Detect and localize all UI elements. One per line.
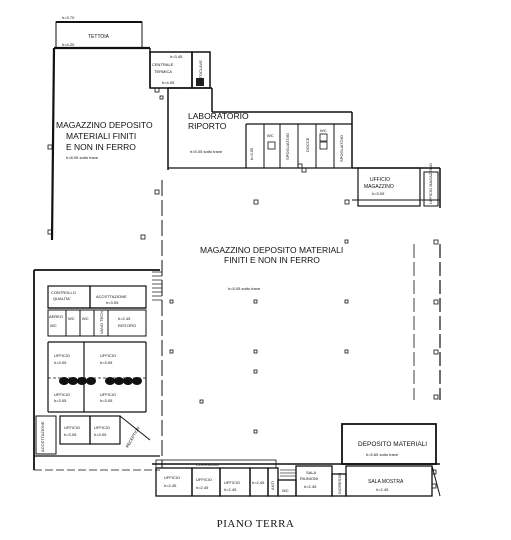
accettazione-height: h=3.05 [106,300,119,305]
deposito-label: DEPOSITO MATERIALI [358,441,427,448]
ufficio-label-2: UFFICIO [100,353,116,358]
controllo-label-2: QUALITA' [53,296,71,301]
wc-label-2: WC [320,128,327,133]
wc-label-1: WC [267,133,274,138]
lab-height: h=5.05 sotto trave [190,149,223,154]
anti-label: ANTI [270,481,275,490]
corridoio-label: CORRIDOIO [196,462,219,467]
ufficio-label-4: UFFICIO [100,392,116,397]
deposito-height: h=5.65 sotto trave [366,452,399,457]
uff-mag-height: h=3.05 [372,191,385,196]
ufficio-h-6: h=3.05 [94,432,107,437]
vano-tecn-label: VANO TECN. [99,310,104,334]
accettazione-label: ACCETTAZIONE [96,294,127,299]
ufficio-h-5: h=3.05 [64,432,77,437]
spogliatoio-label-1: SPOGLIATOIO [285,133,290,160]
wc-label-3: WC [50,323,57,328]
centrale-h: h=4.05 [162,80,175,85]
sala-riunioni-label-1: SALA [306,470,317,475]
h305-label: h=3.05 [249,147,254,160]
accettazione-side-label: ACCETTAZIONE [40,421,45,452]
sala-riunioni-label-2: RIUNIONI [300,476,318,481]
mag1-label-1: MAGAZZINO DEPOSITO [56,120,153,130]
mag1-label-2: MATERIALI FINITI [66,131,136,141]
wc-label-4: WC [68,316,75,321]
docce-label: DOCCE [305,137,310,152]
sala-mostra-room [345,465,433,497]
ufficio-h-8: h=2.45 [196,485,209,490]
uff-mag-label-1: UFFICIO [370,177,390,183]
uff-mag-side-label: UFFICIO MAGAZZINO [428,163,433,204]
ufficio-label-9: UFFICIO [224,480,240,485]
sala-riunioni-height: h=2.45 [304,484,317,489]
ristoro-height: h=2.45 [118,316,131,321]
uff-mag-label-2: MAGAZZINO [364,184,394,190]
ufficio-h-10: h=2.45 [252,480,265,485]
ufficio-label-7: UFFICIO [164,475,180,480]
aereo-label: AEREO [49,314,63,319]
ufficio-h-7: h=2.45 [164,483,177,488]
ufficio-label-6: UFFICIO [94,425,110,430]
spogliatoio-label-2: SPOGLIATOIO [339,135,344,162]
autoclave-label: AUTOCLAVE [198,60,203,84]
ufficio-h-4: h=3.05 [100,398,113,403]
roof-height-dim: h=4.20 [62,42,75,47]
ufficio-label-8: UFFICIO [196,477,212,482]
ufficio-h-1: h=3.05 [54,360,67,365]
mag2-label-1: MAGAZZINO DEPOSITO MATERIALI [200,245,343,255]
ufficio-h-2: h=3.05 [100,360,113,365]
ufficio-label-5: UFFICIO [64,425,80,430]
ufficio-h-3: h=3.05 [54,398,67,403]
mag1-height: h=8.05 sotto trave [66,155,99,160]
tettoia-label: TETTOIA [88,34,110,40]
wc-label-6: WC [282,488,289,493]
roof-width-dim: h=3.70 [62,15,75,20]
sala-mostra-height: h=2.45 [376,487,389,492]
reception-label: RECEPTION [125,426,141,449]
lab-label-2: RIPORTO [188,121,227,131]
ingresso-label: INGRESSO [337,473,342,494]
deposito-materiali-room [341,423,437,465]
mag1-label-3: E NON IN FERRO [66,142,136,152]
mag2-label-2: FINITI E NON IN FERRO [224,255,320,265]
centrale-label-1: CENTRALE [152,62,174,67]
sala-mostra-label: SALA MOSTRA [368,479,404,485]
west-wall [50,47,56,241]
wc-label-5: WC [82,316,89,321]
ufficio-magazzino-room [357,167,421,207]
ristoro-label: RISTORO [118,323,136,328]
centrale-label-2: TERMICA [154,69,172,74]
ufficio-label-1: UFFICIO [54,353,70,358]
plan-title: PIANO TERRA [216,518,295,530]
ufficio-label-3: UFFICIO [54,392,70,397]
centrale-h2: h=3.45 [170,54,183,59]
mag2-height: h=5.05 sotto trave [228,286,261,291]
lab-label-1: LABORATORIO [188,111,249,121]
controllo-label-1: CONTROLLO [51,290,76,295]
ufficio-h-9: h=2.45 [224,487,237,492]
